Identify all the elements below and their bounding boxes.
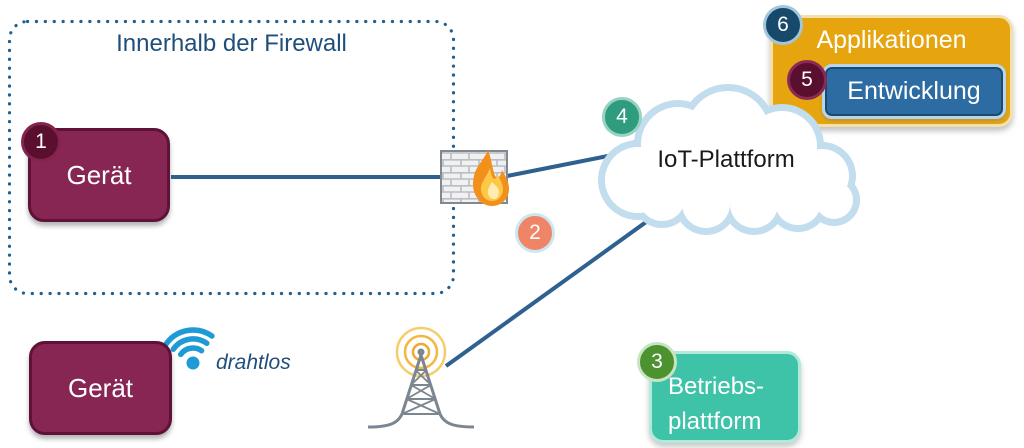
node-operations-platform: Betriebs- plattform <box>649 351 801 443</box>
wireless-label: drahtlos <box>216 351 291 374</box>
operations-label-line1: Betriebs- <box>668 373 765 400</box>
badge-4-number: 4 <box>616 105 628 128</box>
iot-platform-label: IoT-Plattform <box>657 146 795 173</box>
line-tower-to-cloud <box>444 210 662 368</box>
badge-4: 4 <box>602 97 642 137</box>
applications-label: Applikationen <box>816 26 967 54</box>
badge-6: 6 <box>763 5 803 45</box>
flame-core <box>487 182 499 199</box>
badge-5-number: 5 <box>801 68 813 91</box>
radio-tower-icon <box>367 326 475 429</box>
node-development: Entwicklung <box>822 64 1006 119</box>
badge-2-number: 2 <box>529 221 541 244</box>
badge-1-number: 1 <box>35 130 47 153</box>
device-wired-label: Gerät <box>66 159 132 190</box>
firewall-zone-title: Innerhalb der Firewall <box>116 30 347 57</box>
cloud-icon <box>598 84 860 235</box>
node-device-wireless: Gerät <box>29 341 172 435</box>
badge-1: 1 <box>21 122 61 162</box>
badge-2: 2 <box>515 213 555 253</box>
badge-3-number: 3 <box>651 350 663 373</box>
badge-6-number: 6 <box>777 13 789 36</box>
firewall-icon <box>440 150 509 206</box>
firewall-zone-border <box>7 19 456 296</box>
badge-3: 3 <box>637 342 677 382</box>
device-wireless-label: Gerät <box>67 372 134 403</box>
line-firewall-to-cloud <box>506 152 619 178</box>
badge-5: 5 <box>787 60 827 100</box>
wifi-icon <box>163 327 215 370</box>
operations-label-line2: plattform <box>668 408 762 435</box>
development-label: Entwicklung <box>847 77 981 105</box>
